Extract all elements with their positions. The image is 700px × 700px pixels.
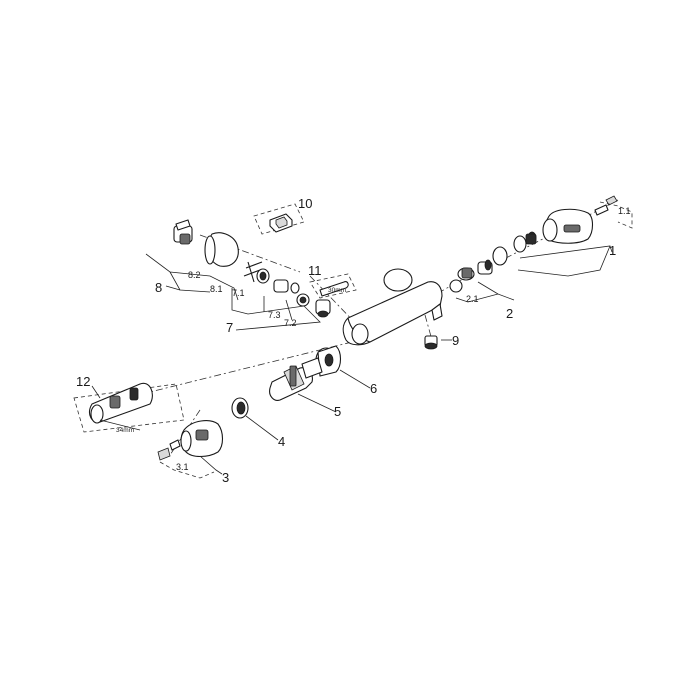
- part-1-leaders: [517, 201, 633, 277]
- label-part-4: 4: [278, 434, 285, 449]
- part-2-leaders: [455, 281, 515, 303]
- part-11-wrench: [309, 273, 357, 299]
- part-1-temperature-handle: [513, 195, 618, 253]
- label-part-3: 3: [222, 470, 229, 485]
- part-8-wall-connector: [173, 219, 239, 267]
- label-part-11: 11: [308, 263, 322, 278]
- part-7-leaders: [231, 288, 321, 331]
- part-10-socket: [253, 203, 305, 235]
- label-part-7-3: 7.3: [268, 310, 281, 320]
- part-12-cartridge: [73, 382, 185, 433]
- part-3-leaders: [159, 455, 223, 479]
- mixer-body: [342, 268, 443, 346]
- part-4-ring: [231, 397, 279, 441]
- label-part-1: 1: [609, 243, 616, 258]
- label-part-9: 9: [452, 333, 459, 348]
- label-part-5: 5: [334, 404, 341, 419]
- part-7-connection: [243, 261, 331, 318]
- part-5-cartridge: [269, 357, 337, 413]
- part-3-flow-handle: [157, 420, 224, 461]
- label-part-8-1: 8.1: [210, 284, 223, 294]
- label-part-8-2: 8.2: [188, 270, 201, 280]
- label-part-3-1: 3.1: [176, 462, 189, 472]
- label-part-2-1: 2.1: [466, 294, 479, 304]
- label-wrench-size: 30mm: [328, 287, 346, 294]
- label-part-7-1: 7.1: [232, 288, 245, 298]
- label-cartridge-size: 34mm: [116, 427, 134, 434]
- label-part-12: 12: [76, 374, 90, 389]
- label-part-7: 7: [226, 320, 233, 335]
- label-part-2: 2: [506, 306, 513, 321]
- label-part-8: 8: [155, 280, 162, 295]
- label-part-1-1: 1.1: [618, 206, 631, 216]
- part-2-check-valve: [449, 246, 508, 293]
- part-6-nut: [315, 345, 371, 389]
- label-part-10: 10: [298, 196, 312, 211]
- label-part-6: 6: [370, 381, 377, 396]
- part-8-leaders: [145, 253, 239, 301]
- label-part-7-2: 7.2: [284, 318, 297, 328]
- part-9-nut: [424, 335, 452, 350]
